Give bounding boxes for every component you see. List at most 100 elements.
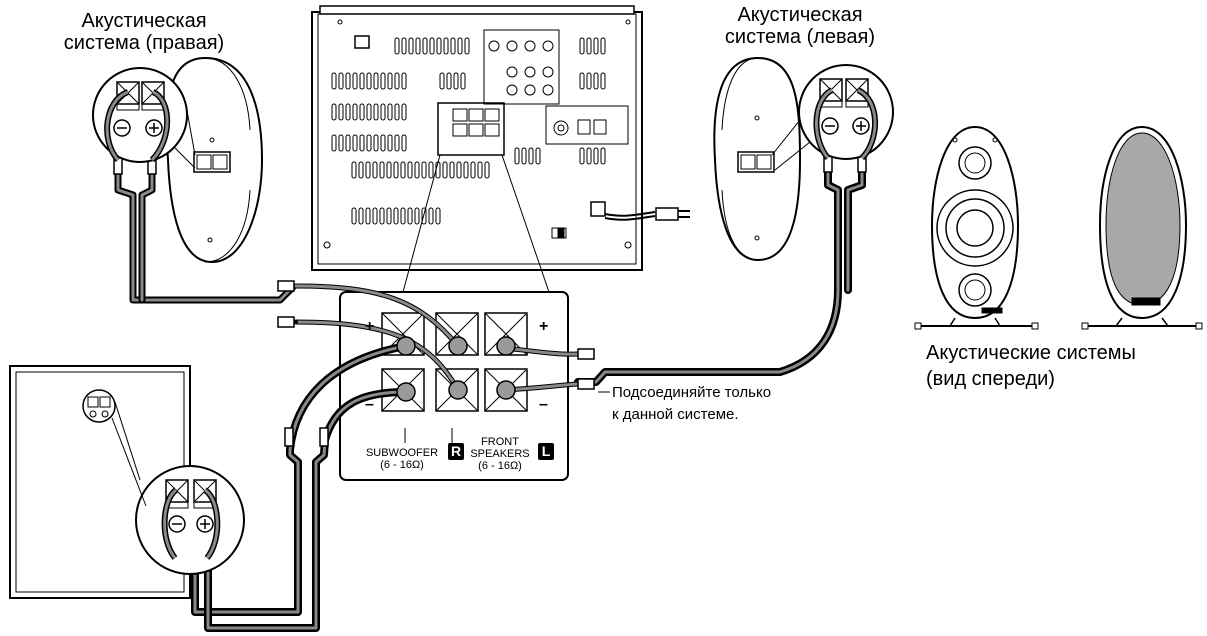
vent-slot [535, 147, 541, 165]
vent-slot [359, 72, 365, 90]
vent-slot [521, 147, 527, 165]
vent-slot [351, 207, 357, 225]
vent-slot [579, 72, 585, 90]
front-view-speaker-1 [914, 125, 1039, 330]
vent-slot [442, 161, 448, 179]
vent-slot [401, 37, 407, 55]
vent-slot [428, 207, 434, 225]
vent-slot [373, 103, 379, 121]
vent-slot [435, 207, 441, 225]
connect-note: Подсоединяйте только к данной системе. [612, 383, 771, 424]
vent-slot [379, 207, 385, 225]
vent-slot [358, 161, 364, 179]
subwoofer [9, 365, 245, 599]
main-unit-rear-panel [311, 5, 690, 271]
subwoofer-impedance: (6 - 16Ω) [380, 459, 424, 471]
subwoofer-label: SUBWOOFER (6 - 16Ω) [358, 447, 446, 471]
vent-slot [593, 147, 599, 165]
vent-slot [600, 37, 606, 55]
vent-slot [407, 161, 413, 179]
vent-slot [414, 207, 420, 225]
vent-slot [415, 37, 421, 55]
vent-slot [436, 37, 442, 55]
right-speaker [92, 56, 264, 264]
vent-slot [586, 147, 592, 165]
vent-slot [400, 161, 406, 179]
vent-slot [428, 161, 434, 179]
connect-note-line1: Подсоединяйте только [612, 384, 772, 401]
minus-sign-left: – [365, 396, 374, 413]
vent-slot [358, 207, 364, 225]
vent-slot [593, 72, 599, 90]
vent-slot [359, 134, 365, 152]
vent-slot [484, 161, 490, 179]
vent-slot [393, 161, 399, 179]
vent-slot [387, 72, 393, 90]
vent-slot [450, 37, 456, 55]
vent-slot [586, 72, 592, 90]
vent-slot [421, 207, 427, 225]
left-speaker-label-line2: система (левая) [724, 26, 876, 48]
vent-slot [394, 103, 400, 121]
plus-sign-left: + [365, 318, 375, 335]
vent-slot [387, 103, 393, 121]
vent-slot [443, 37, 449, 55]
vent-slot [528, 147, 534, 165]
vent-slot [421, 161, 427, 179]
vent-slot [366, 103, 372, 121]
front-impedance: (6 - 16Ω) [478, 460, 522, 472]
front-view-speaker-2 [1081, 125, 1203, 330]
vent-slot [386, 207, 392, 225]
vent-slot [386, 161, 392, 179]
vent-slot [394, 37, 400, 55]
vent-slot [379, 161, 385, 179]
vent-slot [365, 207, 371, 225]
terminal-screws [396, 336, 516, 402]
vent-slot [456, 161, 462, 179]
vent-slot [352, 72, 358, 90]
vent-slot [331, 103, 337, 121]
front-text: FRONT [481, 436, 519, 448]
vent-slot [351, 161, 357, 179]
vent-slot [352, 103, 358, 121]
vent-slot [586, 37, 592, 55]
vent-slot [422, 37, 428, 55]
vent-slot [345, 72, 351, 90]
vent-slot [435, 161, 441, 179]
right-speaker-label-line2: система (правая) [63, 32, 225, 54]
vent-slot [464, 37, 470, 55]
vent-slot [446, 72, 452, 90]
vent-slot [380, 134, 386, 152]
left-speaker-label-line1: Акустическая [737, 4, 863, 26]
vent-slot [380, 103, 386, 121]
vent-slot [460, 72, 466, 90]
vent-slot [470, 161, 476, 179]
vent-slot [414, 161, 420, 179]
front-view-label-line2: (вид спереди) [926, 368, 1055, 390]
vent-slot [338, 72, 344, 90]
vent-slot [407, 207, 413, 225]
left-speaker [713, 56, 894, 262]
rca-jacks [488, 40, 554, 96]
vent-slot [457, 37, 463, 55]
vent-slot [514, 147, 520, 165]
vent-slots [331, 37, 606, 225]
vent-slot [372, 161, 378, 179]
vent-slot [373, 72, 379, 90]
vent-slot [400, 207, 406, 225]
minus-sign-right: – [539, 396, 548, 413]
vent-slot [439, 72, 445, 90]
vent-slot [352, 134, 358, 152]
vent-slot [394, 134, 400, 152]
vent-slot [338, 103, 344, 121]
front-speakers-label: FRONT SPEAKERS (6 - 16Ω) [462, 436, 538, 472]
speakers-text: SPEAKERS [470, 448, 530, 460]
vent-slot [366, 72, 372, 90]
badge-l: L [538, 443, 554, 460]
vent-slot [401, 134, 407, 152]
right-speaker-label-line1: Акустическая [81, 10, 207, 32]
vent-slot [401, 103, 407, 121]
front-view-label: Акустические системы (вид спереди) [926, 342, 1136, 390]
vent-slot [380, 72, 386, 90]
